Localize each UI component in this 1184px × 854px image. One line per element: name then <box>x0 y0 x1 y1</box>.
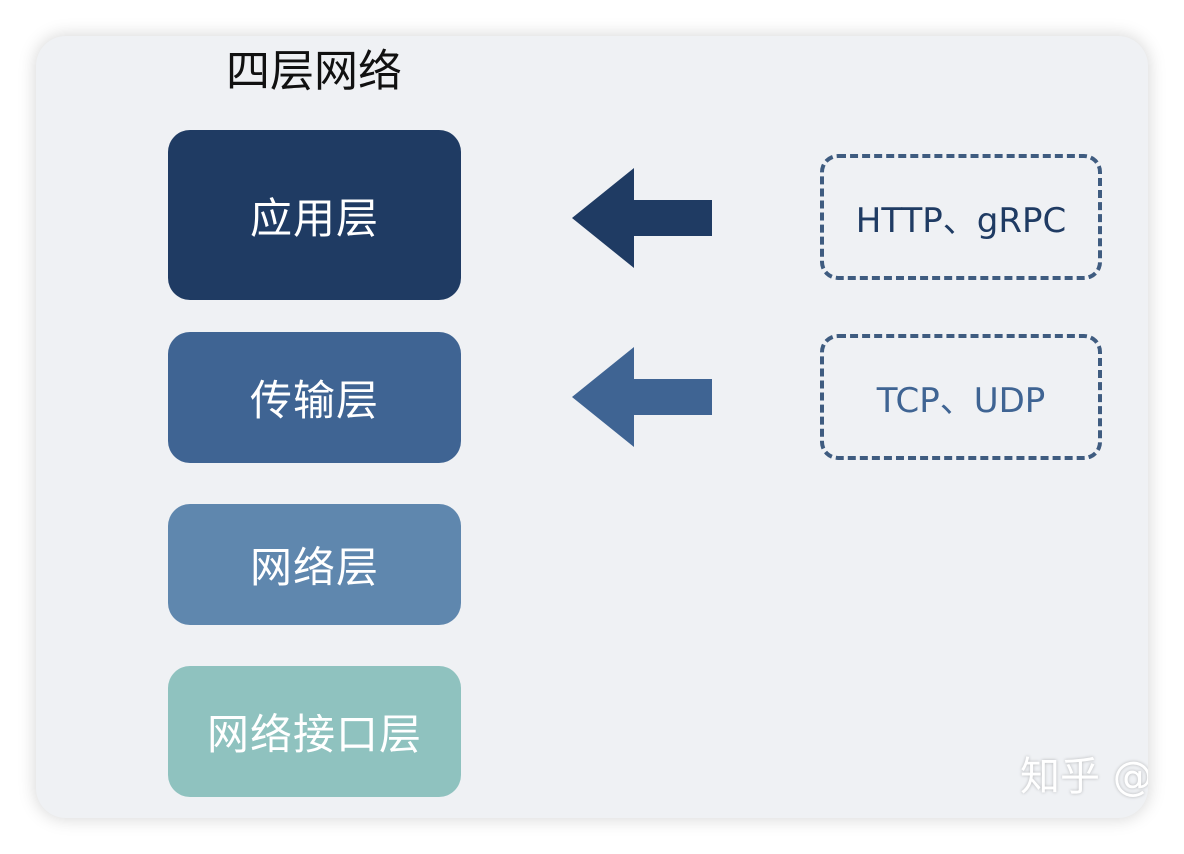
protocol-transport-text: TCP、UDP <box>876 380 1046 421</box>
layer-transport-label: 传输层 <box>249 376 379 425</box>
layer-network-label: 网络层 <box>249 543 379 592</box>
layer-application: 应用层 <box>168 130 461 300</box>
arrow-left-icon <box>572 168 712 268</box>
layer-transport: 传输层 <box>168 332 461 463</box>
protocol-application-text: HTTP、gRPC <box>855 200 1067 241</box>
arrow-transport-shape <box>572 347 712 447</box>
watermark: 知乎 @ <box>1020 754 1148 800</box>
protocol-box-transport: TCP、UDP <box>820 334 1102 460</box>
protocol-box-application: HTTP、gRPC <box>820 154 1102 280</box>
layer-network-interface: 网络接口层 <box>168 666 461 797</box>
layer-application-label: 应用层 <box>249 193 379 243</box>
diagram-title: 四层网络 <box>226 46 402 97</box>
arrow-application-shape <box>572 168 712 268</box>
diagram-frame: 四层网络 应用层 传输层 网络层 网络接口层 HTTP、gRPC TCP、UDP… <box>36 36 1148 818</box>
layer-network-interface-label: 网络接口层 <box>206 710 422 759</box>
layer-network: 网络层 <box>168 504 461 625</box>
arrow-left-icon <box>572 347 712 447</box>
